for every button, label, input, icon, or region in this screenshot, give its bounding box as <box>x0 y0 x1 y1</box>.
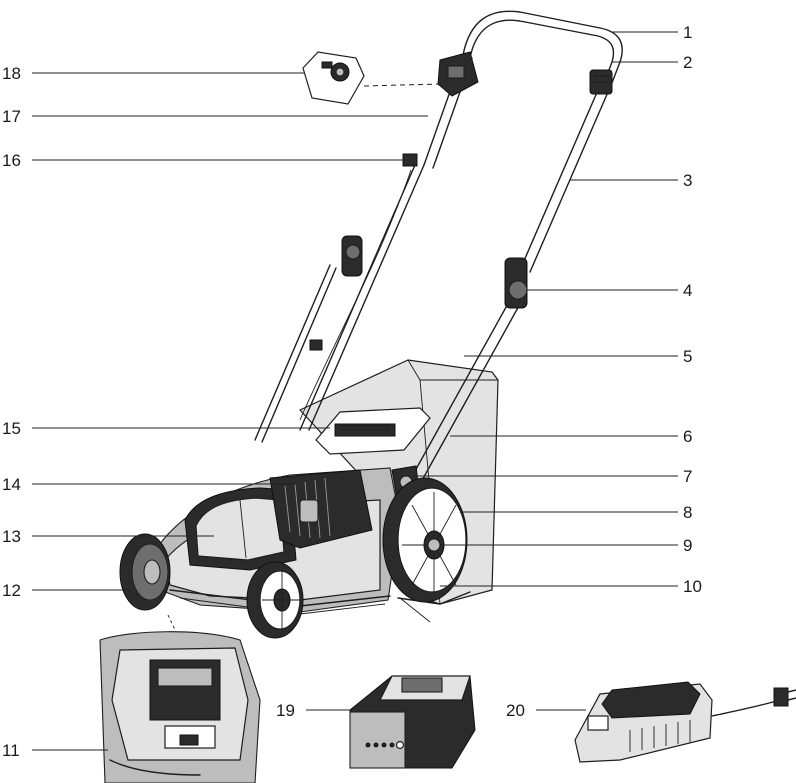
callout-13: 13 <box>2 527 21 546</box>
callout-15: 15 <box>2 419 21 438</box>
front-wheel-left <box>120 534 170 610</box>
callout-12: 12 <box>2 581 21 600</box>
quick-release-lever-right <box>505 258 527 308</box>
quick-release-lever-left <box>342 236 362 276</box>
callout-18: 18 <box>2 64 21 83</box>
callout-17: 17 <box>2 107 21 126</box>
switch-box <box>438 52 478 96</box>
cable-holder-lower <box>310 340 322 350</box>
battery-pack-illustration <box>350 676 475 768</box>
callout-1: 1 <box>683 23 692 42</box>
hub-cap <box>428 539 440 551</box>
callout-20: 20 <box>506 701 525 720</box>
callout-5: 5 <box>683 347 692 366</box>
battery-compartment-detail <box>100 615 260 783</box>
callout-16: 16 <box>2 151 21 170</box>
callout-6: 6 <box>683 427 692 446</box>
rear-wheel <box>383 478 467 602</box>
safety-key-illustration <box>303 52 440 104</box>
callout-8: 8 <box>683 503 692 522</box>
callout-11: 11 <box>2 741 20 760</box>
callout-10: 10 <box>683 577 702 596</box>
callout-19: 19 <box>276 701 295 720</box>
callout-7: 7 <box>683 467 692 486</box>
front-wheel-right <box>247 562 303 638</box>
callout-2: 2 <box>683 53 692 72</box>
callout-3: 3 <box>683 171 692 190</box>
lawn-mower-illustration <box>120 11 622 638</box>
callout-14: 14 <box>2 475 21 494</box>
charger-illustration <box>575 682 796 762</box>
callout-9: 9 <box>683 536 692 555</box>
callout-4: 4 <box>683 281 692 300</box>
cable-clip <box>590 70 612 94</box>
